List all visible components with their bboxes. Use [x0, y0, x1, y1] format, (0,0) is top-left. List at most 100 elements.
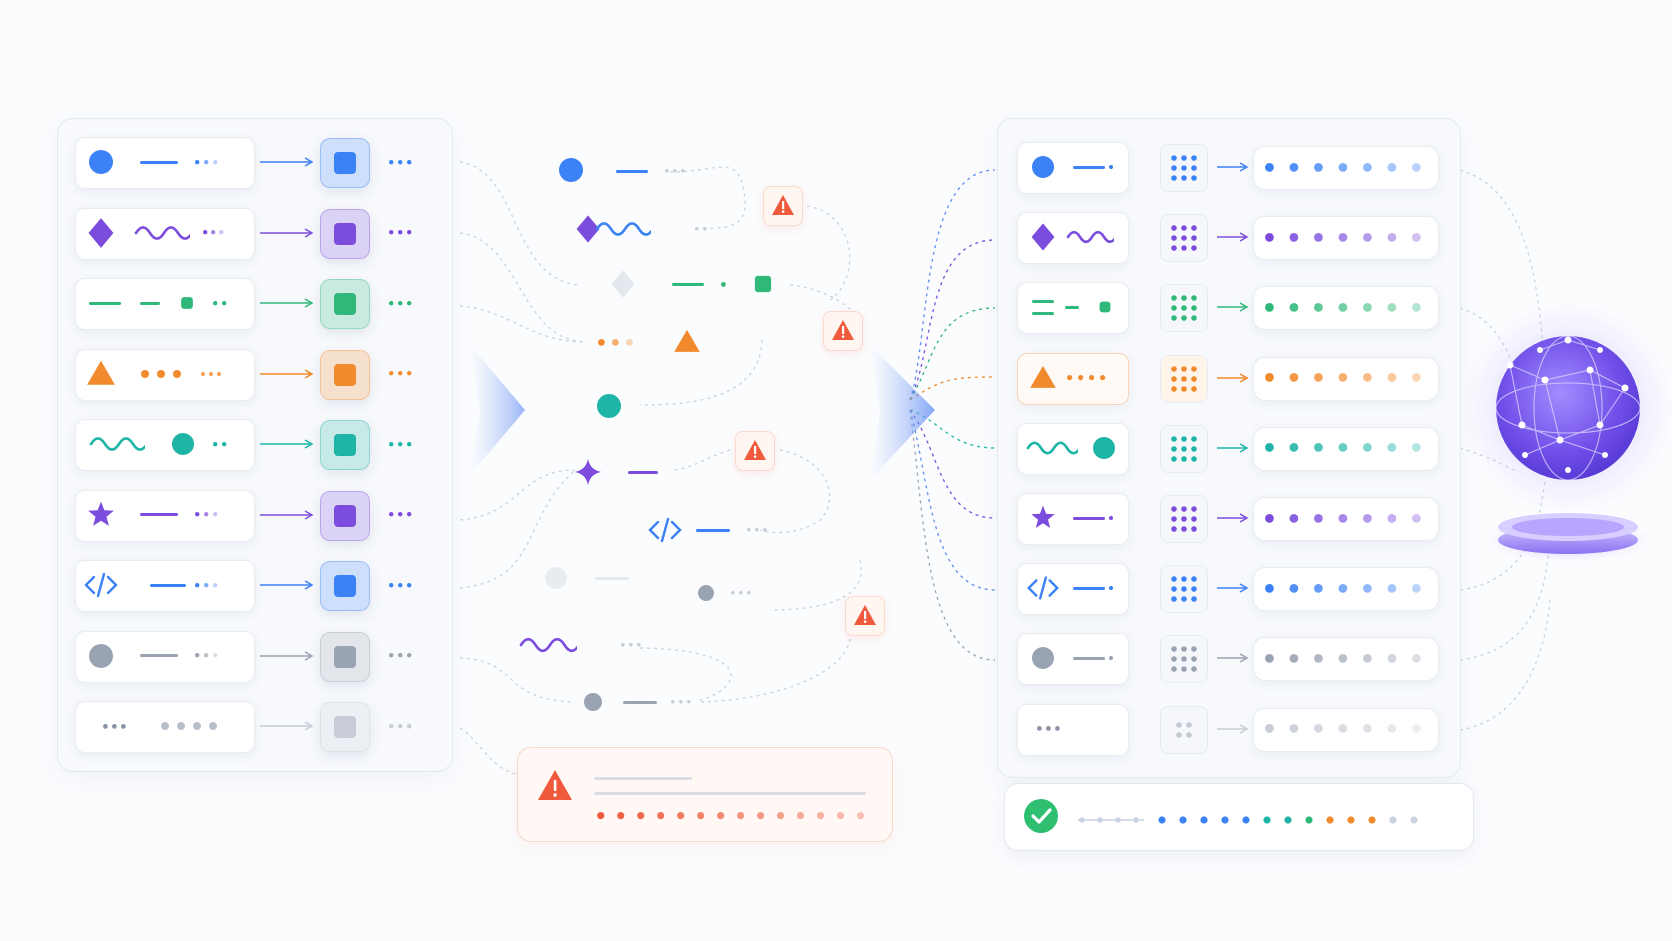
output-cube[interactable] — [320, 561, 370, 611]
arrow-icon — [260, 509, 314, 520]
output-row-card[interactable] — [1017, 703, 1129, 756]
success-summary-card — [1004, 783, 1474, 851]
grid-tile[interactable] — [1160, 284, 1208, 333]
grid-tile[interactable] — [1160, 424, 1208, 473]
line-segment — [1073, 586, 1105, 590]
output-cube[interactable] — [320, 702, 370, 752]
output-dots — [1265, 653, 1421, 663]
circle-icon — [172, 433, 194, 455]
dots-icon — [195, 159, 218, 165]
warning-icon — [854, 605, 876, 625]
line-segment — [623, 700, 657, 704]
warning-badge[interactable] — [735, 431, 775, 471]
warning-icon — [538, 770, 572, 800]
cube-core — [334, 293, 356, 315]
output-cube[interactable] — [320, 208, 370, 259]
line-segment — [616, 169, 648, 173]
error-dots — [597, 812, 865, 820]
arrow-icon — [260, 439, 314, 449]
arrow-icon — [260, 157, 314, 167]
arrow-icon — [260, 580, 314, 590]
dots-icon — [201, 371, 221, 376]
arrow-icon — [260, 650, 314, 661]
output-cube[interactable] — [320, 279, 370, 329]
line-segment — [150, 583, 186, 587]
cube-core — [334, 504, 356, 527]
dots-icon — [195, 582, 218, 588]
wave-icon — [89, 437, 145, 451]
square-icon — [754, 275, 772, 293]
circle-icon — [1032, 156, 1054, 178]
grid-icon — [1171, 506, 1197, 532]
warning-badge[interactable] — [845, 596, 885, 636]
line-segment — [1073, 516, 1105, 520]
dots-icon — [389, 371, 412, 376]
wave-icon — [134, 225, 190, 240]
grid-tile[interactable] — [1160, 354, 1208, 403]
output-cube[interactable] — [320, 420, 370, 470]
line-segment — [140, 513, 178, 516]
line-segment — [1032, 311, 1054, 315]
star-icon — [88, 501, 114, 526]
grid-tile[interactable] — [1160, 565, 1208, 614]
warning-badge[interactable] — [763, 186, 803, 226]
square-icon — [1099, 301, 1111, 313]
line-segment — [1032, 299, 1054, 303]
output-dots — [1265, 583, 1421, 593]
dots-icon — [203, 230, 224, 235]
dots-icon — [389, 653, 412, 658]
line-segment — [696, 528, 730, 532]
output-dots — [1265, 373, 1421, 382]
grid-tile[interactable] — [1160, 144, 1208, 192]
dots-icon — [695, 227, 707, 231]
warning-icon — [832, 320, 854, 340]
dots-icon — [671, 700, 691, 704]
dots-icon — [665, 169, 685, 173]
cube-core — [334, 645, 356, 668]
grid-tile[interactable] — [1160, 705, 1208, 754]
code-icon — [84, 572, 118, 598]
line-segment — [672, 282, 704, 286]
dots-icon — [1109, 656, 1113, 661]
grid-tile[interactable] — [1160, 214, 1208, 263]
output-cube[interactable] — [320, 490, 370, 541]
circle-icon — [1032, 647, 1054, 670]
grid-tile[interactable] — [1160, 495, 1208, 543]
dots-icon — [195, 653, 218, 658]
check-circle-icon — [1024, 799, 1058, 833]
line-segment — [595, 576, 629, 580]
warning-badge[interactable] — [823, 311, 863, 351]
diamond-icon — [611, 270, 635, 298]
wave-icon — [519, 637, 577, 653]
circle-icon — [89, 150, 113, 174]
dots-icon — [1109, 516, 1113, 520]
placeholder-line — [594, 791, 866, 795]
wave-icon — [1066, 231, 1114, 244]
line-segment — [89, 301, 121, 305]
arrow-icon — [260, 298, 314, 308]
dots-icon — [389, 512, 412, 517]
progress-track — [1078, 817, 1144, 823]
grid-icon — [1171, 365, 1197, 392]
output-dots — [1265, 232, 1421, 242]
square-icon — [181, 297, 193, 309]
dots-icon — [389, 441, 412, 447]
triangle-icon — [674, 329, 700, 352]
grid-tile[interactable] — [1160, 635, 1208, 684]
triangle-icon — [87, 360, 115, 385]
dots-icon — [103, 723, 126, 729]
circle-icon — [584, 693, 602, 711]
wave-icon — [1026, 441, 1078, 455]
diamond-icon — [1031, 223, 1055, 251]
circle-icon — [559, 158, 583, 182]
output-cube[interactable] — [320, 349, 370, 400]
line-segment — [1065, 305, 1079, 309]
arrow-icon — [1217, 162, 1249, 172]
dots-icon — [1109, 586, 1113, 591]
dots-icon — [141, 369, 181, 378]
arrow-icon — [260, 227, 314, 238]
grid-icon — [1171, 225, 1197, 251]
output-cube[interactable] — [320, 631, 370, 682]
output-cube[interactable] — [320, 138, 370, 188]
